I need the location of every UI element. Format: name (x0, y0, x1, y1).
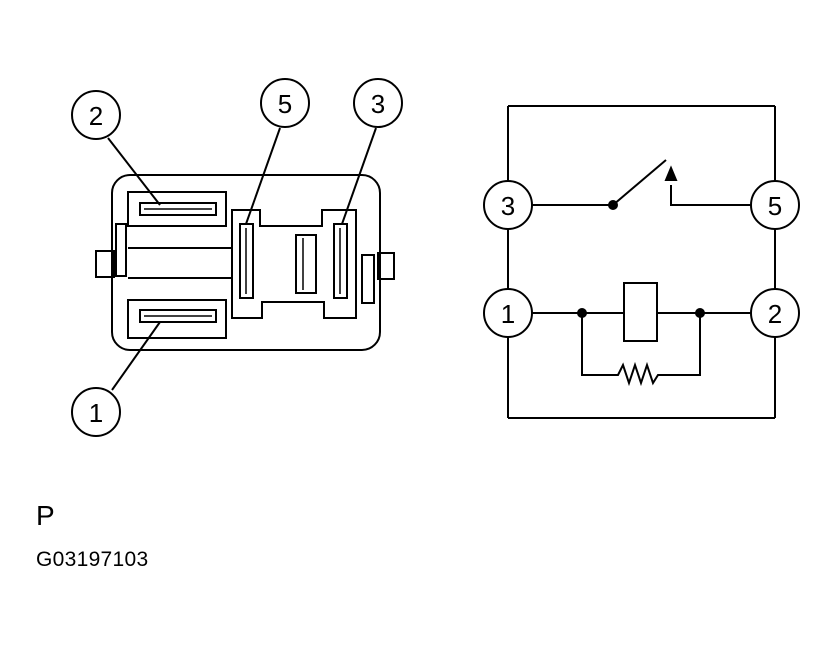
terminal-label-2: 2 (768, 299, 782, 329)
terminal-label-5: 5 (768, 191, 782, 221)
suppression-resistor (581, 313, 701, 387)
leader-line-5 (245, 127, 281, 225)
relay-schematic (483, 105, 800, 419)
leader-line-3 (341, 127, 377, 225)
terminal-circle-5 (750, 180, 800, 230)
callout-circle-1 (71, 387, 121, 437)
callout-circle-3 (353, 78, 403, 128)
switch-contact (670, 185, 751, 206)
connector-left-tab (95, 250, 115, 278)
switch-contact-arrow (664, 165, 678, 181)
terminal-blade-3 (333, 223, 348, 299)
relay-coil (623, 282, 658, 342)
callout-circle-2 (71, 90, 121, 140)
leader-line-1 (111, 321, 161, 391)
switch-pivot-dot (608, 200, 618, 210)
connector-housing (111, 174, 381, 351)
connector-right-rib (361, 254, 375, 304)
figure-code: G03197103 (36, 548, 149, 571)
terminal-circle-3 (483, 180, 533, 230)
callout-label-1: 1 (89, 398, 103, 428)
terminal-circle-1 (483, 288, 533, 338)
relay-connector-face (71, 78, 403, 437)
terminal-label-3: 3 (501, 191, 515, 221)
terminal-circle-2 (750, 288, 800, 338)
connector-right-tab (377, 252, 395, 280)
cavity-upper (127, 191, 227, 227)
figure-letter: P (36, 500, 55, 531)
callout-circle-5 (260, 78, 310, 128)
switch-arm (612, 159, 667, 206)
center-block (295, 234, 317, 294)
cavity-center (231, 209, 357, 319)
terminal-blade-2 (139, 202, 217, 216)
connector-left-rib (115, 223, 127, 277)
cavity-lower (127, 299, 227, 339)
callout-label-5: 5 (278, 89, 292, 119)
leader-line-2 (107, 137, 161, 206)
terminal-blade-1 (139, 309, 217, 323)
terminal-label-1: 1 (501, 299, 515, 329)
callout-label-3: 3 (371, 89, 385, 119)
callout-label-2: 2 (89, 101, 103, 131)
